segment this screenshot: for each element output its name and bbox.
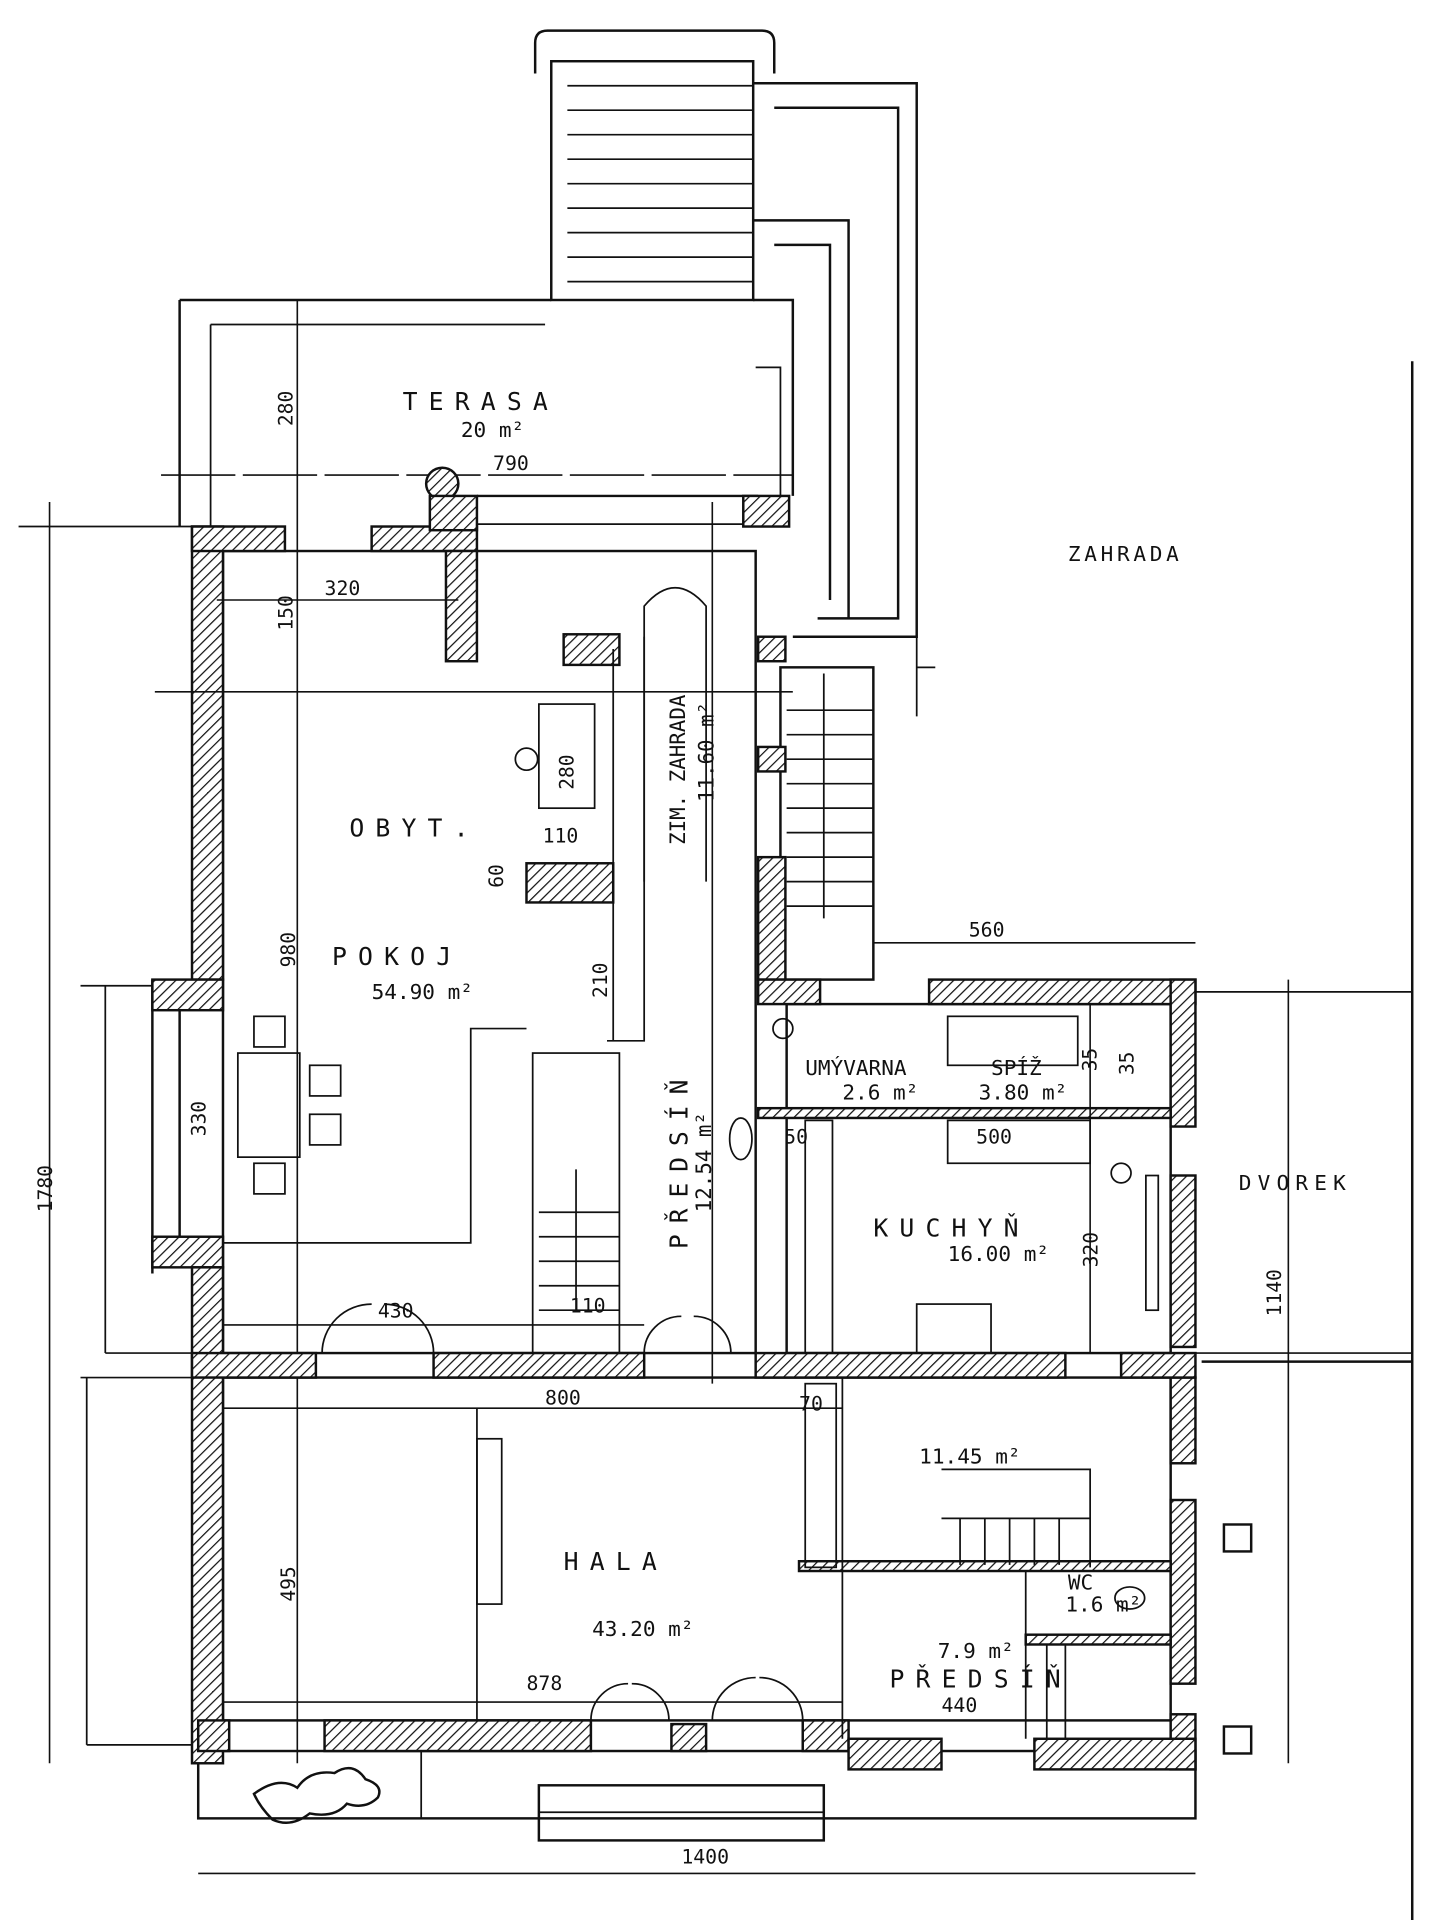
dim-330: 330 — [188, 1101, 211, 1136]
room-area-terasa: 20 m² — [461, 418, 524, 442]
dim-150: 150 — [274, 595, 297, 630]
dim-110-top: 110 — [543, 825, 579, 848]
dim-35-a: 35 — [1078, 1048, 1101, 1072]
dim-320-kitchen: 320 — [1079, 1232, 1102, 1267]
dim-500: 500 — [976, 1126, 1012, 1149]
room-label-zahrada: ZAHRADA — [1068, 542, 1183, 566]
garden-planters — [753, 82, 918, 638]
room-area-predsin-lower: 7.9 m² — [938, 1639, 1014, 1663]
dim-terasa-width: 790 — [493, 452, 529, 475]
terrace — [161, 298, 795, 1764]
room-area-pokoj: 54.90 m² — [372, 980, 473, 1004]
room-label-kuchyn: KUCHYŇ — [873, 1214, 1029, 1243]
dimension-labels: 280 790 320 150 280 110 60 210 980 560 3… — [34, 391, 1286, 1869]
room-label-umyvarna: UMÝVARNA — [805, 1055, 907, 1080]
room-labels: TERASA 20 m² OBYT. POKOJ 54.90 m² ZIM. Z… — [332, 387, 1352, 1693]
dimension-lines — [48, 502, 1290, 1875]
room-area-wc: 1.6 m² — [1065, 1593, 1141, 1617]
dim-878: 878 — [526, 1672, 562, 1695]
dim-495: 495 — [277, 1566, 300, 1601]
room-area-zim-zahrada: 11.60 m² — [694, 702, 718, 802]
room-label-pokoj: POKOJ — [332, 942, 462, 971]
dim-1780: 1780 — [34, 1165, 57, 1212]
dim-35-b: 35 — [1115, 1052, 1138, 1076]
dim-560: 560 — [969, 919, 1005, 942]
room-area-umyvarna: 2.6 m² — [842, 1081, 918, 1105]
interior-details — [222, 586, 1160, 1739]
room-area-stair-hall: 11.45 m² — [919, 1444, 1020, 1468]
dim-1140: 1140 — [1263, 1269, 1286, 1316]
dim-110-stair: 110 — [570, 1295, 606, 1318]
room-label-wc: WC — [1068, 1570, 1093, 1594]
walls — [151, 466, 1197, 1771]
dim-60: 60 — [485, 864, 508, 888]
dim-430: 430 — [378, 1300, 414, 1323]
room-label-zim-zahrada: ZIM. ZAHRADA — [666, 694, 690, 845]
garden-stair-top — [533, 29, 776, 302]
dim-980: 980 — [277, 932, 300, 967]
dim-table-280: 280 — [555, 754, 578, 789]
building-outline — [151, 549, 1172, 1722]
room-area-hala: 43.20 m² — [592, 1617, 693, 1641]
dim-800: 800 — [545, 1387, 581, 1410]
dim-50: 50 — [784, 1126, 808, 1149]
room-label-spiz: SPÍŽ — [991, 1055, 1042, 1080]
dim-210: 210 — [589, 963, 612, 998]
room-label-hala: HALA — [564, 1547, 668, 1576]
room-area-spiz: 3.80 m² — [979, 1081, 1068, 1105]
dim-440: 440 — [941, 1694, 977, 1717]
room-label-obyt: OBYT. — [349, 813, 479, 842]
room-label-predsin-lower: PŘEDSÍŇ — [889, 1664, 1071, 1693]
dim-1400: 1400 — [681, 1846, 729, 1869]
dim-70: 70 — [799, 1393, 823, 1416]
dim-terasa-depth: 280 — [274, 391, 297, 426]
garden-stair-side — [779, 635, 936, 981]
room-label-terasa: TERASA — [403, 387, 559, 416]
room-area-predsin-upper: 12.54 m² — [692, 1112, 716, 1212]
tree-symbol — [252, 1766, 381, 1824]
room-area-kuchyn: 16.00 m² — [948, 1242, 1049, 1266]
room-label-dvorek: DVOREK — [1239, 1171, 1352, 1195]
dim-320-top: 320 — [325, 577, 361, 600]
room-label-predsin-upper: PŘEDSÍŇ — [664, 1069, 693, 1249]
